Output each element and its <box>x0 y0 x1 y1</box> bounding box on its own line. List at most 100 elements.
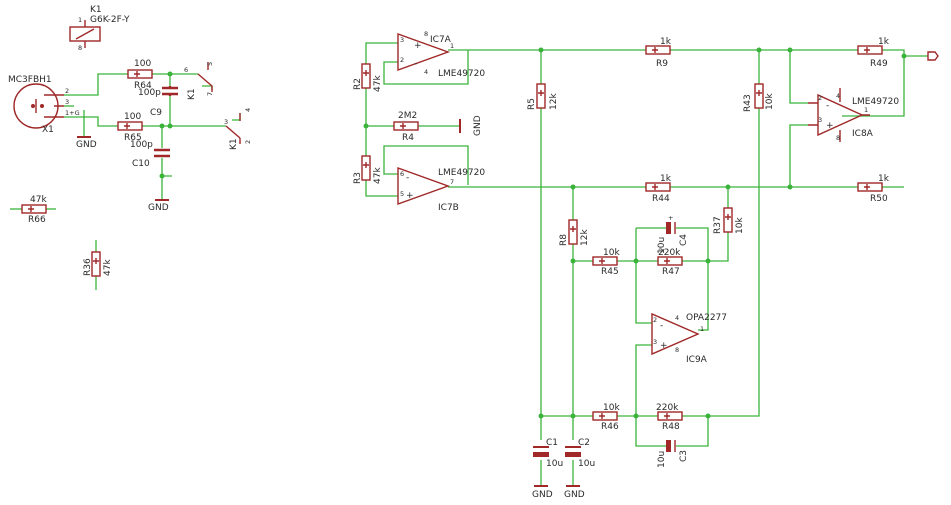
svg-text:-: - <box>826 101 829 111</box>
relay-part: G6K-2F-Y <box>90 15 130 25</box>
svg-text:3: 3 <box>818 116 822 124</box>
svg-text:8: 8 <box>675 346 679 354</box>
svg-text:R46: R46 <box>601 422 619 432</box>
svg-text:3: 3 <box>400 36 404 44</box>
capacitor-c3: 10u C3 <box>657 440 689 468</box>
svg-text:C9: C9 <box>150 108 162 118</box>
svg-text:+: + <box>826 121 834 131</box>
gnd-c2: GND <box>564 485 585 500</box>
svg-text:5: 5 <box>400 190 404 198</box>
svg-text:10u: 10u <box>657 237 667 254</box>
svg-text:1k: 1k <box>878 37 890 47</box>
relay-k1-switch-2: 3 4 2 K1 <box>224 108 252 150</box>
svg-text:2: 2 <box>653 316 657 324</box>
opamp-triangle-icon <box>397 167 451 205</box>
opamp-triangle-icon <box>397 33 451 71</box>
svg-text:-: - <box>660 321 663 331</box>
resistor-r50: 1k R50 <box>857 174 890 204</box>
capacitor-c2: C2 10u <box>565 438 595 469</box>
svg-text:-: - <box>414 59 417 69</box>
svg-text:1: 1 <box>450 42 454 50</box>
resistor-r65: 100 R65 <box>117 112 143 143</box>
svg-text:4: 4 <box>244 108 252 112</box>
svg-text:R50: R50 <box>870 194 888 204</box>
svg-text:R66: R66 <box>28 215 46 225</box>
svg-text:1: 1 <box>864 106 868 114</box>
switch-contact-icon <box>225 125 241 139</box>
svg-text:3: 3 <box>65 98 69 106</box>
svg-text:R4: R4 <box>402 133 414 143</box>
resistor-r46: 10k R46 <box>592 403 620 432</box>
relay-sw2-ref: K1 <box>229 138 239 150</box>
svg-text:+: + <box>406 191 414 201</box>
resistor-r4: 2M2 R4 <box>393 111 419 143</box>
gnd-connector: GND <box>76 136 97 150</box>
svg-text:4: 4 <box>424 68 428 76</box>
svg-text:10u: 10u <box>657 451 667 468</box>
svg-text:47k: 47k <box>103 259 113 276</box>
gnd-r4: GND <box>459 115 483 136</box>
svg-text:5: 5 <box>206 62 214 66</box>
svg-text:8: 8 <box>836 134 840 142</box>
svg-text:10k: 10k <box>765 93 775 110</box>
resistor-r2: R2 47k <box>353 63 383 92</box>
svg-text:IC7A: IC7A <box>430 35 452 45</box>
capacitor-c4: + 10u C4 <box>657 214 689 254</box>
switch-contact-icon <box>197 73 213 87</box>
svg-text:OPA2277: OPA2277 <box>686 313 727 323</box>
svg-text:R9: R9 <box>656 59 668 69</box>
svg-text:6: 6 <box>400 170 404 178</box>
resistor-r45: 10k R45 <box>592 248 620 277</box>
resistor-r43: R43 10k <box>743 83 775 112</box>
svg-text:47k: 47k <box>30 195 47 205</box>
gnd-c10: GND <box>148 199 169 213</box>
connector-x1: MC3FBH1 X1 2 3 1+G <box>8 75 80 135</box>
svg-text:R5: R5 <box>527 98 537 110</box>
svg-text:GND: GND <box>148 203 169 213</box>
svg-text:+: + <box>414 41 422 51</box>
svg-text:R64: R64 <box>134 81 152 91</box>
svg-text:10k: 10k <box>735 217 745 234</box>
svg-text:2M2: 2M2 <box>398 111 417 121</box>
svg-text:GND: GND <box>76 140 97 150</box>
capacitor-c9: 100p C9 <box>138 86 178 118</box>
relay-k1-switch-1: 6 5 7 K1 <box>184 62 214 100</box>
svg-text:2: 2 <box>400 56 404 64</box>
resistor-r66: 47k R66 <box>21 195 47 225</box>
svg-text:GND: GND <box>564 490 585 500</box>
svg-text:6: 6 <box>184 66 188 74</box>
relay-k1-coil: K1 G6K-2F-Y 1 8 <box>69 5 130 52</box>
resistor-r37: R37 10k <box>713 207 745 234</box>
resistor-r48: 220k R48 <box>656 403 683 432</box>
svg-text:1+G: 1+G <box>65 109 80 117</box>
opamp-ic9a: OPA2277 IC9A - + 2 3 1 4 8 <box>651 312 727 365</box>
svg-text:4: 4 <box>675 314 679 322</box>
svg-text:R43: R43 <box>743 94 753 112</box>
resistor-r47: 220k R47 <box>657 248 683 277</box>
svg-text:47k: 47k <box>373 167 383 184</box>
capacitor-c1: C1 10u <box>533 438 563 469</box>
svg-text:C3: C3 <box>679 450 689 462</box>
svg-text:IC8A: IC8A <box>852 129 874 139</box>
svg-text:100: 100 <box>134 59 151 69</box>
svg-text:R45: R45 <box>601 267 619 277</box>
opamp-triangle-icon <box>817 93 864 137</box>
svg-text:2: 2 <box>65 87 69 95</box>
svg-text:R65: R65 <box>124 133 142 143</box>
resistor-r8: R8 12k <box>559 219 590 246</box>
svg-text:1k: 1k <box>660 174 672 184</box>
svg-text:+: + <box>668 214 673 222</box>
svg-text:C1: C1 <box>546 438 558 448</box>
svg-text:LME49720: LME49720 <box>438 69 485 79</box>
svg-text:IC9A: IC9A <box>686 355 708 365</box>
opamp-ic8a: LME49720 IC8A - + 2 3 1 4 8 <box>808 88 899 142</box>
capacitor-c10: 100p C10 <box>130 140 170 169</box>
gnd-c1: GND <box>532 485 553 500</box>
svg-text:C10: C10 <box>132 159 150 169</box>
resistor-r3: R3 47k <box>353 155 383 184</box>
svg-text:12k: 12k <box>549 93 559 110</box>
opamp-ic7b: LME49720 IC7B - + 6 5 7 <box>397 167 485 213</box>
svg-text:LME49720: LME49720 <box>438 168 485 178</box>
svg-text:47k: 47k <box>373 75 383 92</box>
